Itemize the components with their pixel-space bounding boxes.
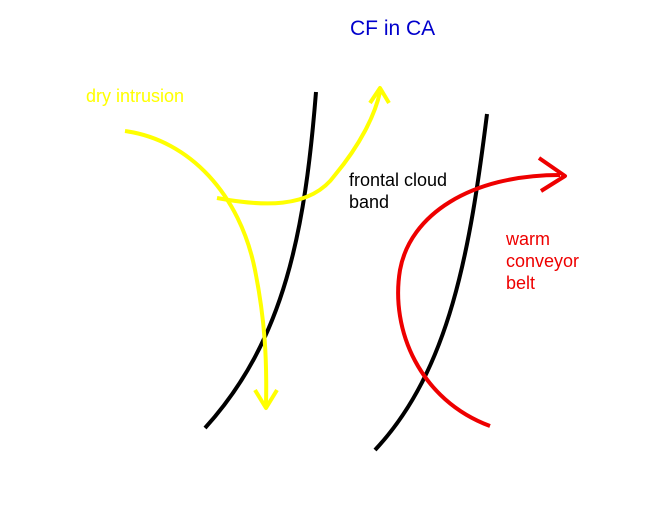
diagram-title: CF in CA: [350, 17, 436, 40]
warm-conveyor-belt-curve: [396, 173, 561, 428]
dry-intrusion-up-arrowhead: [368, 86, 391, 105]
dry-intrusion-ascending-branch: [216, 91, 382, 206]
left-front-line: [203, 91, 318, 430]
dry-intrusion-label: dry intrusion: [86, 86, 185, 106]
warm-conveyor-belt-label-line2: conveyor: [506, 251, 580, 271]
warm-conveyor-belt-label: warm conveyor belt: [506, 228, 616, 294]
frontal-cloud-band-label: frontal cloud band: [349, 169, 479, 213]
right-front-line: [373, 113, 489, 452]
frontal-cloud-band-label-line1: frontal cloud: [349, 170, 448, 190]
warm-conveyor-belt-label-line3: belt: [506, 273, 536, 293]
frontal-cloud-band-label-line2: band: [349, 192, 390, 212]
dry-intrusion-down-arrowhead: [253, 388, 279, 410]
warm-conveyor-belt-arrowhead: [537, 156, 567, 193]
warm-conveyor-belt-label-line1: warm: [506, 229, 550, 249]
dry-intrusion-descending-branch: [124, 129, 269, 406]
